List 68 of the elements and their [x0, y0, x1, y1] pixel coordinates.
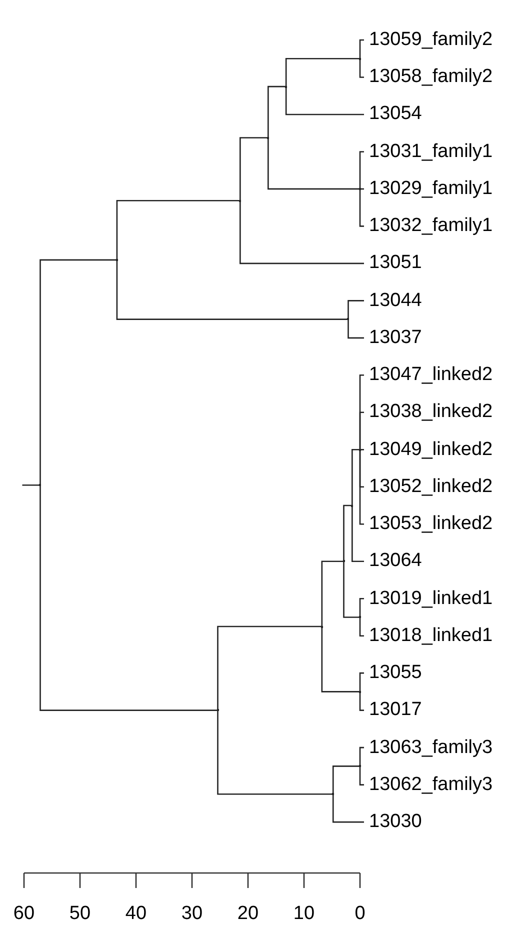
leaf-label: 13038_linked2: [364, 397, 493, 428]
dendrogram-branch: [116, 200, 240, 260]
dendrogram-branch: [348, 319, 364, 339]
axis-tick-label: 30: [180, 902, 204, 926]
leaf-label: 13031_family1: [364, 136, 493, 167]
dendrogram-branch: [359, 746, 364, 766]
dendrogram-branch: [359, 672, 364, 692]
leaf-label: 13052_linked2: [364, 472, 493, 502]
leaf-label: 13055: [364, 658, 422, 688]
leaf-label: 13064: [364, 546, 422, 576]
branch-junction: [267, 136, 270, 139]
dendrogram-branch: [343, 504, 352, 562]
leaf-label: 13029_family1: [364, 174, 493, 204]
leaf-label: 13030: [364, 807, 422, 838]
dendrogram-branch: [359, 58, 364, 78]
leaf-label: 13051: [364, 248, 422, 278]
dendrogram-branch: [332, 794, 364, 823]
axis-tick-label: 0: [354, 902, 366, 926]
dendrogram-branch: [285, 58, 360, 87]
dendrogram-branch: [332, 766, 360, 794]
leaf-label: 13047_linked2: [364, 360, 493, 390]
dendrogram-branch: [359, 450, 364, 525]
axis-tick-label: 20: [236, 902, 260, 926]
dendrogram-branch: [359, 39, 364, 59]
axis-tick-label: 10: [292, 902, 316, 926]
dendrogram-branch: [359, 151, 364, 189]
dendrogram-branch: [359, 617, 364, 636]
dendrogram-branch: [359, 598, 364, 618]
dendrogram-branch: [343, 561, 360, 618]
leaf-label: 13037: [364, 322, 422, 353]
dendrogram-branch: [359, 412, 364, 450]
leaf-label: 13018_linked1: [364, 620, 493, 651]
leaf-label: 13058_family2: [364, 62, 493, 92]
branch-junction: [342, 560, 345, 562]
dendrogram-branch: [359, 692, 364, 711]
dendrogram-branch: [40, 259, 117, 486]
dendrogram-branch: [217, 710, 334, 795]
dendrogram-branch: [240, 200, 364, 264]
dendrogram-branch: [321, 560, 344, 627]
dendrogram-branch: [116, 260, 348, 320]
leaf-label: 13054: [364, 99, 422, 130]
dendrogram-branch: [359, 188, 364, 227]
leaf-label: 13053_linked2: [364, 509, 493, 540]
dendrogram-branch: [268, 138, 360, 190]
axis-tick-label: 50: [68, 902, 92, 926]
dendrogram-branch: [352, 449, 360, 506]
leaf-label: 13049_linked2: [364, 434, 493, 465]
dendrogram-branch: [352, 506, 364, 562]
dendrogram-branch: [40, 485, 218, 711]
dendrogram-branch: [348, 300, 364, 320]
dendrogram-branch: [321, 626, 360, 692]
leaf-label: 13044: [364, 286, 422, 316]
leaf-label: 13062_family3: [364, 770, 493, 800]
leaf-label: 13019_linked1: [364, 584, 493, 614]
branch-junction: [216, 709, 219, 712]
axis-tick-label: 40: [124, 902, 148, 926]
dendrogram-branch: [285, 86, 364, 116]
leaf-label: 13063_family3: [364, 732, 493, 763]
dendrogram-branch: [22, 484, 40, 486]
leaf-label: 13059_family2: [364, 25, 493, 55]
leaf-label: 13032_family1: [364, 211, 493, 242]
leaf-label: 13017: [364, 695, 422, 726]
axis-tick-label: 60: [12, 902, 36, 926]
dendrogram-branch: [217, 626, 322, 710]
dendrogram-branch: [268, 86, 286, 138]
branch-junction: [39, 484, 42, 486]
dendrogram-branch: [359, 766, 364, 786]
dendrogram-branch: [240, 137, 268, 201]
